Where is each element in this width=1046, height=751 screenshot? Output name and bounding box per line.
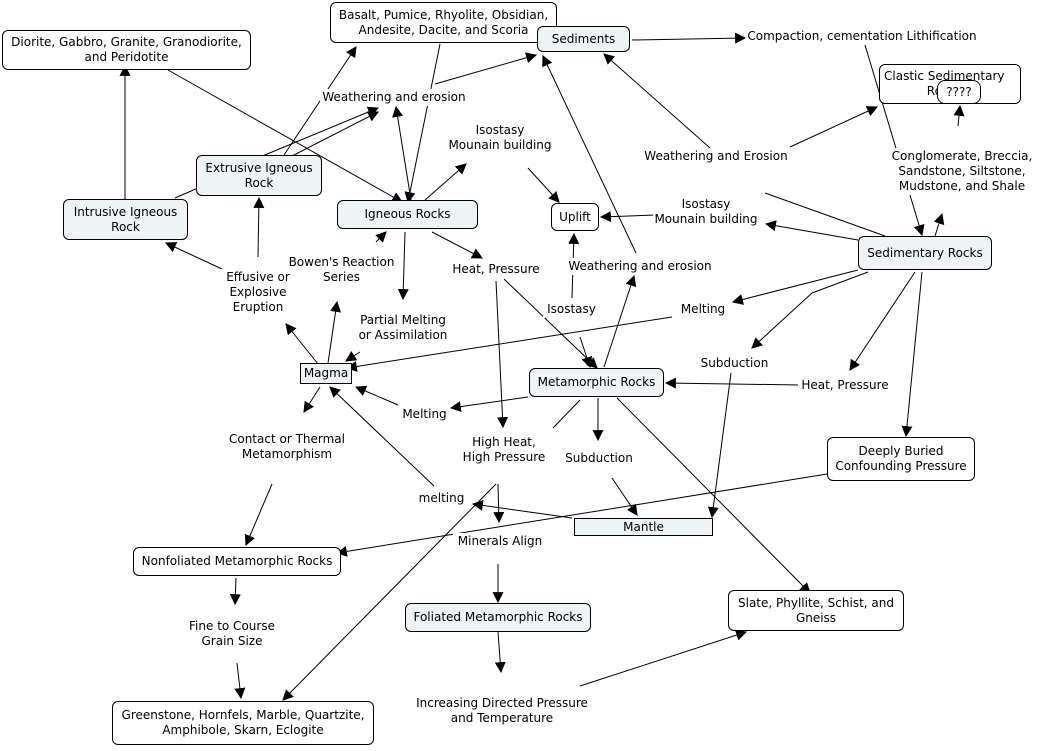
edge xyxy=(603,274,637,368)
edge xyxy=(329,386,435,487)
edge xyxy=(542,55,637,254)
edge xyxy=(731,269,859,305)
edge xyxy=(375,231,387,243)
concept-foliated[interactable]: Foliated Metamorphic Rocks xyxy=(405,603,591,632)
link-isostasy-mountain-building: Isostasy Mounain building xyxy=(653,196,759,228)
edge xyxy=(449,396,529,413)
link-subduction: Subduction xyxy=(561,450,637,467)
edge xyxy=(664,377,801,389)
edge xyxy=(579,336,593,369)
link-partial-melting: Partial Melting or Assimilation xyxy=(353,312,453,344)
link-subduction: Subduction xyxy=(697,355,772,372)
edge xyxy=(611,477,638,516)
concept-sedimentary-rocks[interactable]: Sedimentary Rocks xyxy=(858,236,992,270)
concept-foliated-examples[interactable]: Slate, Phyllite, Schist, and Gneiss xyxy=(728,590,904,631)
concept-uplift[interactable]: Uplift xyxy=(551,203,599,231)
edge xyxy=(174,187,199,199)
concept-mantle[interactable]: Mantle xyxy=(574,518,713,536)
edge xyxy=(764,220,859,241)
link-isostasy: Isostasy xyxy=(543,301,600,318)
concept-nonfoliated-examples[interactable]: Greenstone, Hornfels, Marble, Quartzite,… xyxy=(112,701,374,745)
edge xyxy=(849,271,916,371)
link-heat-pressure: Heat, Pressure xyxy=(798,377,892,394)
link-directed-pressure: Increasing Directed Pressure and Tempera… xyxy=(411,695,593,727)
link-clastic-examples: Conglomerate, Breccia, Sandstone, Siltst… xyxy=(890,148,1034,195)
edge xyxy=(303,386,321,413)
edge xyxy=(327,300,341,364)
edge xyxy=(579,629,748,687)
edge xyxy=(424,163,467,201)
edge xyxy=(901,271,923,438)
edge xyxy=(495,280,509,429)
edge xyxy=(707,372,732,519)
edge xyxy=(397,231,409,301)
link-compaction: Compaction, cementation Lithification xyxy=(746,28,978,45)
edge xyxy=(354,385,399,406)
edge xyxy=(953,104,965,127)
link-heat-pressure: Heat, Pressure xyxy=(448,261,544,278)
link-minerals-align: Minerals Align xyxy=(453,533,547,550)
concept-deeply-buried[interactable]: Deeply Buried Confounding Pressure xyxy=(827,437,975,481)
edge xyxy=(392,105,412,201)
link-effusive-eruption: Effusive or Explosive Eruption xyxy=(221,269,295,316)
edge xyxy=(167,69,403,203)
concept-extrusive-igneous[interactable]: Extrusive Igneous Rock xyxy=(196,155,322,196)
edge xyxy=(933,212,945,237)
edge xyxy=(259,106,380,158)
edge xyxy=(471,499,573,519)
link-high-heat-pressure: High Heat, High Pressure xyxy=(458,434,550,466)
link-isostasy-mountain-building: Isostasy Mounain building xyxy=(447,122,553,154)
concept-metamorphic-rocks[interactable]: Metamorphic Rocks xyxy=(529,368,664,397)
link-melting: melting xyxy=(415,490,468,507)
edge xyxy=(599,211,656,223)
link-melting: Melting xyxy=(677,301,729,318)
link-grain-size: Fine to Course Grain Size xyxy=(184,618,280,650)
edge xyxy=(616,397,811,594)
concept-magma[interactable]: Magma xyxy=(300,363,352,384)
edge xyxy=(764,192,886,237)
edge xyxy=(552,399,581,429)
edge xyxy=(503,278,598,369)
edge xyxy=(234,662,246,700)
edge xyxy=(285,323,319,365)
edge xyxy=(631,32,747,44)
edge xyxy=(527,167,560,203)
edge xyxy=(289,111,379,158)
link-weathering-erosion: Weathering and Erosion xyxy=(642,148,790,165)
edge xyxy=(434,52,538,85)
concept-igneous-rocks[interactable]: Igneous Rocks xyxy=(337,200,478,229)
edge xyxy=(493,483,505,524)
edge xyxy=(431,231,483,259)
concept-sediments[interactable]: Sediments xyxy=(537,26,630,52)
concept-question-mark[interactable]: ???? xyxy=(937,80,981,104)
edge xyxy=(253,196,265,258)
edge xyxy=(751,292,813,349)
concept-nonfoliated[interactable]: Nonfoliated Metamorphic Rocks xyxy=(133,547,341,576)
edge xyxy=(229,577,241,606)
edge xyxy=(345,351,361,362)
edge xyxy=(494,631,506,674)
link-contact-metamorphism: Contact or Thermal Metamorphism xyxy=(224,431,350,463)
edge xyxy=(404,43,441,204)
edge xyxy=(165,242,223,270)
concept-extrusive-examples[interactable]: Basalt, Pumice, Rhyolite, Obsidian, Ande… xyxy=(330,2,557,43)
edge xyxy=(335,473,828,557)
link-weathering-erosion: Weathering and erosion xyxy=(565,258,715,275)
edge xyxy=(864,44,925,237)
edge xyxy=(282,483,497,701)
concept-intrusive-igneous[interactable]: Intrusive Igneous Rock xyxy=(63,199,188,240)
edge xyxy=(789,106,878,148)
edge xyxy=(603,53,711,149)
edge xyxy=(244,483,273,547)
link-bowens-reaction: Bowen's Reaction Series xyxy=(286,254,397,286)
edge xyxy=(811,271,869,294)
link-melting: Melting xyxy=(399,406,450,423)
link-weathering-erosion: Weathering and erosion xyxy=(320,89,468,106)
concept-intrusive-examples[interactable]: Diorite, Gabbro, Granite, Granodiorite, … xyxy=(2,30,251,70)
